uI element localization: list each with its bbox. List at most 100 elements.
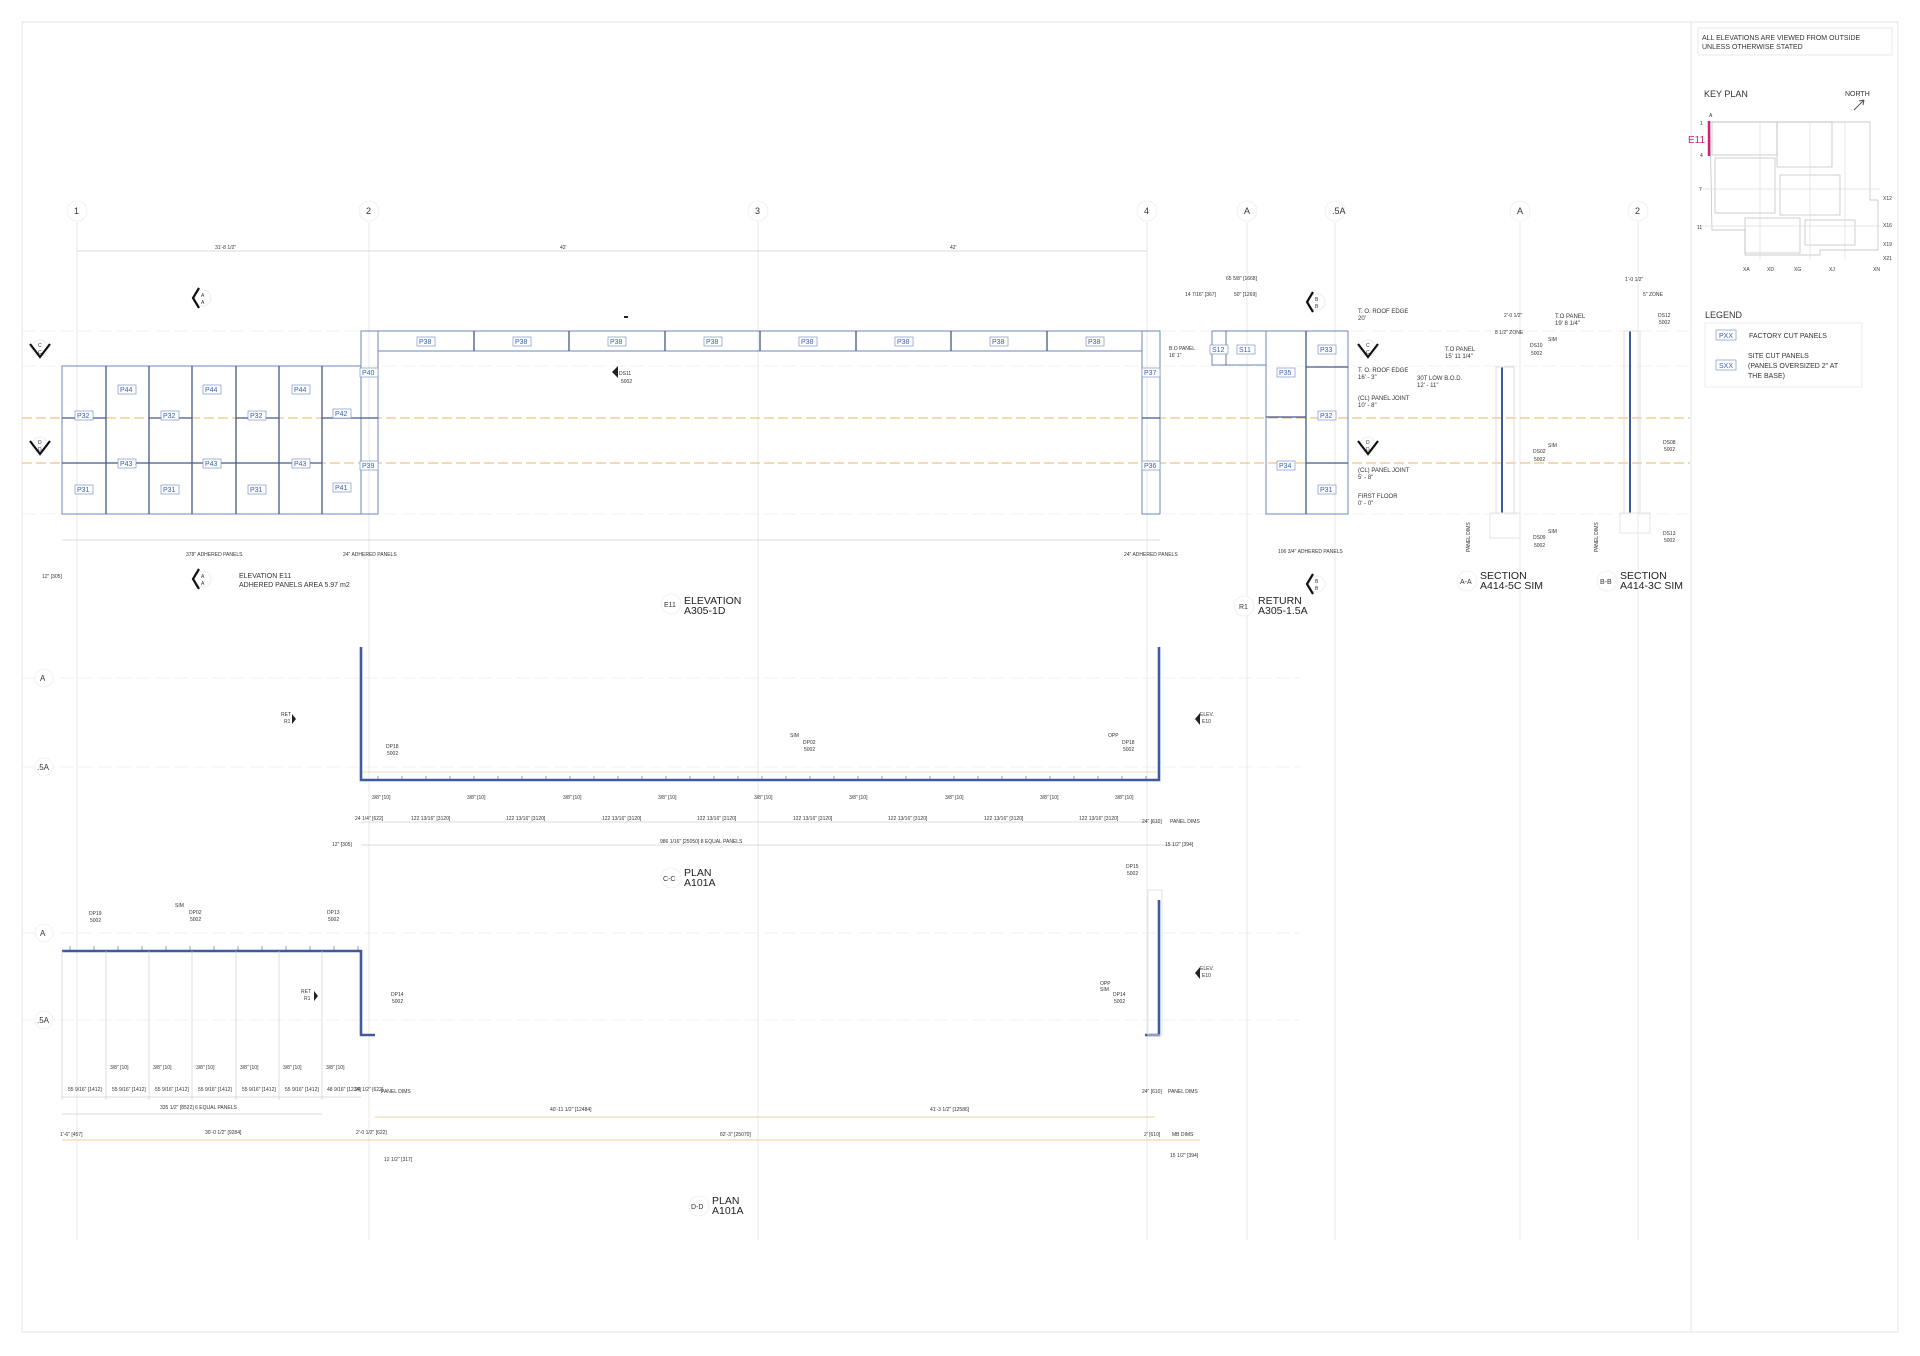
elevation-note: ELEVATION E11 <box>239 573 291 580</box>
section-arrow-icon <box>1357 440 1379 456</box>
key-plan-marker-label: E11 <box>1688 135 1705 146</box>
grid-bubble-label: 2 <box>366 206 371 216</box>
joint-dim: 3/8" [10] <box>110 1065 129 1071</box>
view-sheet-ref: A414-3C SIM <box>1620 580 1683 592</box>
callout-id: DS13 <box>1663 531 1676 537</box>
panel-tag-box <box>332 408 352 419</box>
panel-tag-box <box>291 384 311 395</box>
section-marker-b: BB <box>1305 573 1326 595</box>
grid-bubble <box>1324 200 1346 222</box>
joint-dim: 3/8" [10] <box>196 1065 215 1071</box>
panel-tag-box <box>74 484 94 495</box>
offset-dim: 12" [305] <box>42 574 62 580</box>
key-plan-row-label: A <box>1709 113 1713 119</box>
grid-a-label: A <box>40 929 46 938</box>
adhered-dim: 24" ADHERED PANELS <box>343 552 397 558</box>
section-marker-c: CC <box>29 339 51 359</box>
panel-tag: P44 <box>294 387 307 394</box>
key-plan-title: KEY PLAN <box>1704 89 1748 99</box>
section-marker-d: DD <box>1357 436 1379 456</box>
to-panel-label: T.O PANEL <box>1445 347 1476 353</box>
section-arrow-icon <box>29 440 51 456</box>
dim: 1'-6" [457] <box>60 1132 83 1138</box>
panel-tag-box <box>607 336 627 347</box>
callout-id: DP02 <box>189 910 202 916</box>
section-arrow-icon <box>1305 291 1314 313</box>
panel-tag: P37 <box>1144 370 1157 377</box>
joint-dim: 3/8" [10] <box>658 795 677 801</box>
mark <box>624 316 628 318</box>
section-marker-letter: D <box>38 447 42 453</box>
section-marker-c: CC <box>1357 339 1379 359</box>
level-value: 20' <box>1358 316 1366 322</box>
grid-bubble <box>747 200 769 222</box>
panel-dims-label: PANEL DIMS <box>1170 819 1200 825</box>
callout-id: DS08 <box>1663 440 1676 446</box>
callout-id: DP18 <box>386 744 399 750</box>
section-marker-letter: C <box>1366 350 1370 356</box>
panel-tag: P31 <box>163 487 176 494</box>
elev-label: ELEV. <box>1200 966 1214 972</box>
view-title-tag: B-B <box>1600 579 1612 586</box>
panel-dims-label: PANEL DIMS <box>1168 1089 1198 1095</box>
view-title-tag: R1 <box>1239 604 1248 611</box>
elev-ref: E10 <box>1202 719 1211 725</box>
joint-dim: 3/8" [10] <box>849 795 868 801</box>
dim: 335 1/2" [8522] 6 EQUAL PANELS <box>160 1105 237 1111</box>
dim: 2'-0 1/2" [622] <box>356 1130 387 1136</box>
panel-tag-box <box>247 410 267 421</box>
key-plan-col-label: XD <box>1767 267 1774 273</box>
callout-id: DS02 <box>1533 449 1546 455</box>
level-value: 10' - 8" <box>1358 403 1377 409</box>
callout-sheet: 5002 <box>1659 320 1670 326</box>
panel-tag: P31 <box>250 487 263 494</box>
panel-dims-label: PANEL DIMS <box>1466 522 1472 552</box>
view-sheet-ref: A305-1D <box>684 605 726 617</box>
section-marker-b: BB <box>1305 291 1326 313</box>
callout-id: DP14 <box>1113 992 1126 998</box>
panel-tag: P32 <box>77 413 90 420</box>
panel-tag-box <box>202 458 222 469</box>
callout-id: DP13 <box>327 910 340 916</box>
callout-sim: SIM <box>175 903 184 909</box>
panel-dim: 122 13/16" [3120] <box>506 816 546 822</box>
dim: 30'-0 1/2" [9284] <box>205 1130 242 1136</box>
panel-tag-box <box>359 460 379 471</box>
level-name: (CL) PANEL JOINT <box>1358 468 1410 474</box>
panel-tag-box <box>1276 460 1296 471</box>
dim: 15 1/2" [394] <box>1165 842 1194 848</box>
panel-tag: P42 <box>335 411 348 418</box>
panel-tag: P31 <box>1320 487 1333 494</box>
panel-dim: 122 13/16" [3120] <box>1079 816 1119 822</box>
section-arrow-icon <box>191 568 200 590</box>
elev-ref: E10 <box>1202 973 1211 979</box>
plan-d-d: A .5A DP19 5002 SIM DP02 5002 DP13 5002 … <box>22 889 1300 1217</box>
panel-tag: P43 <box>205 461 218 468</box>
legend-site-line1: SITE CUT PANELS <box>1748 353 1809 360</box>
level-name: (CL) PANEL JOINT <box>1358 396 1410 402</box>
panel-dim: 55 9/16" [1412] <box>242 1087 276 1093</box>
panel-tag-box <box>117 384 137 395</box>
callout-id: DP18 <box>1122 740 1135 746</box>
grid-bubble-label: .5A <box>1332 206 1346 216</box>
legend-factory-label: FACTORY CUT PANELS <box>1749 333 1827 340</box>
section-marker-letter: D <box>1366 447 1370 453</box>
panel-tag: P43 <box>120 461 133 468</box>
grid-bubble-label: A <box>1517 206 1523 216</box>
dim: 12 1/2" [317] <box>384 1157 413 1163</box>
section-marker-letter: B <box>1315 579 1319 585</box>
view-title: ELEVATION <box>684 595 741 607</box>
panel-tag: P44 <box>120 387 133 394</box>
section-marker-letter: C <box>38 343 42 349</box>
panel-tag: P32 <box>1320 413 1333 420</box>
level-name: T. O. ROOF EDGE <box>1358 309 1408 315</box>
grid-bubble <box>66 200 88 222</box>
callout-sheet: 5002 <box>90 918 101 924</box>
panel-tag: S12 <box>1212 347 1225 354</box>
panel-tag: P34 <box>1279 463 1292 470</box>
panel-dim: 122 13/16" [3120] <box>697 816 737 822</box>
